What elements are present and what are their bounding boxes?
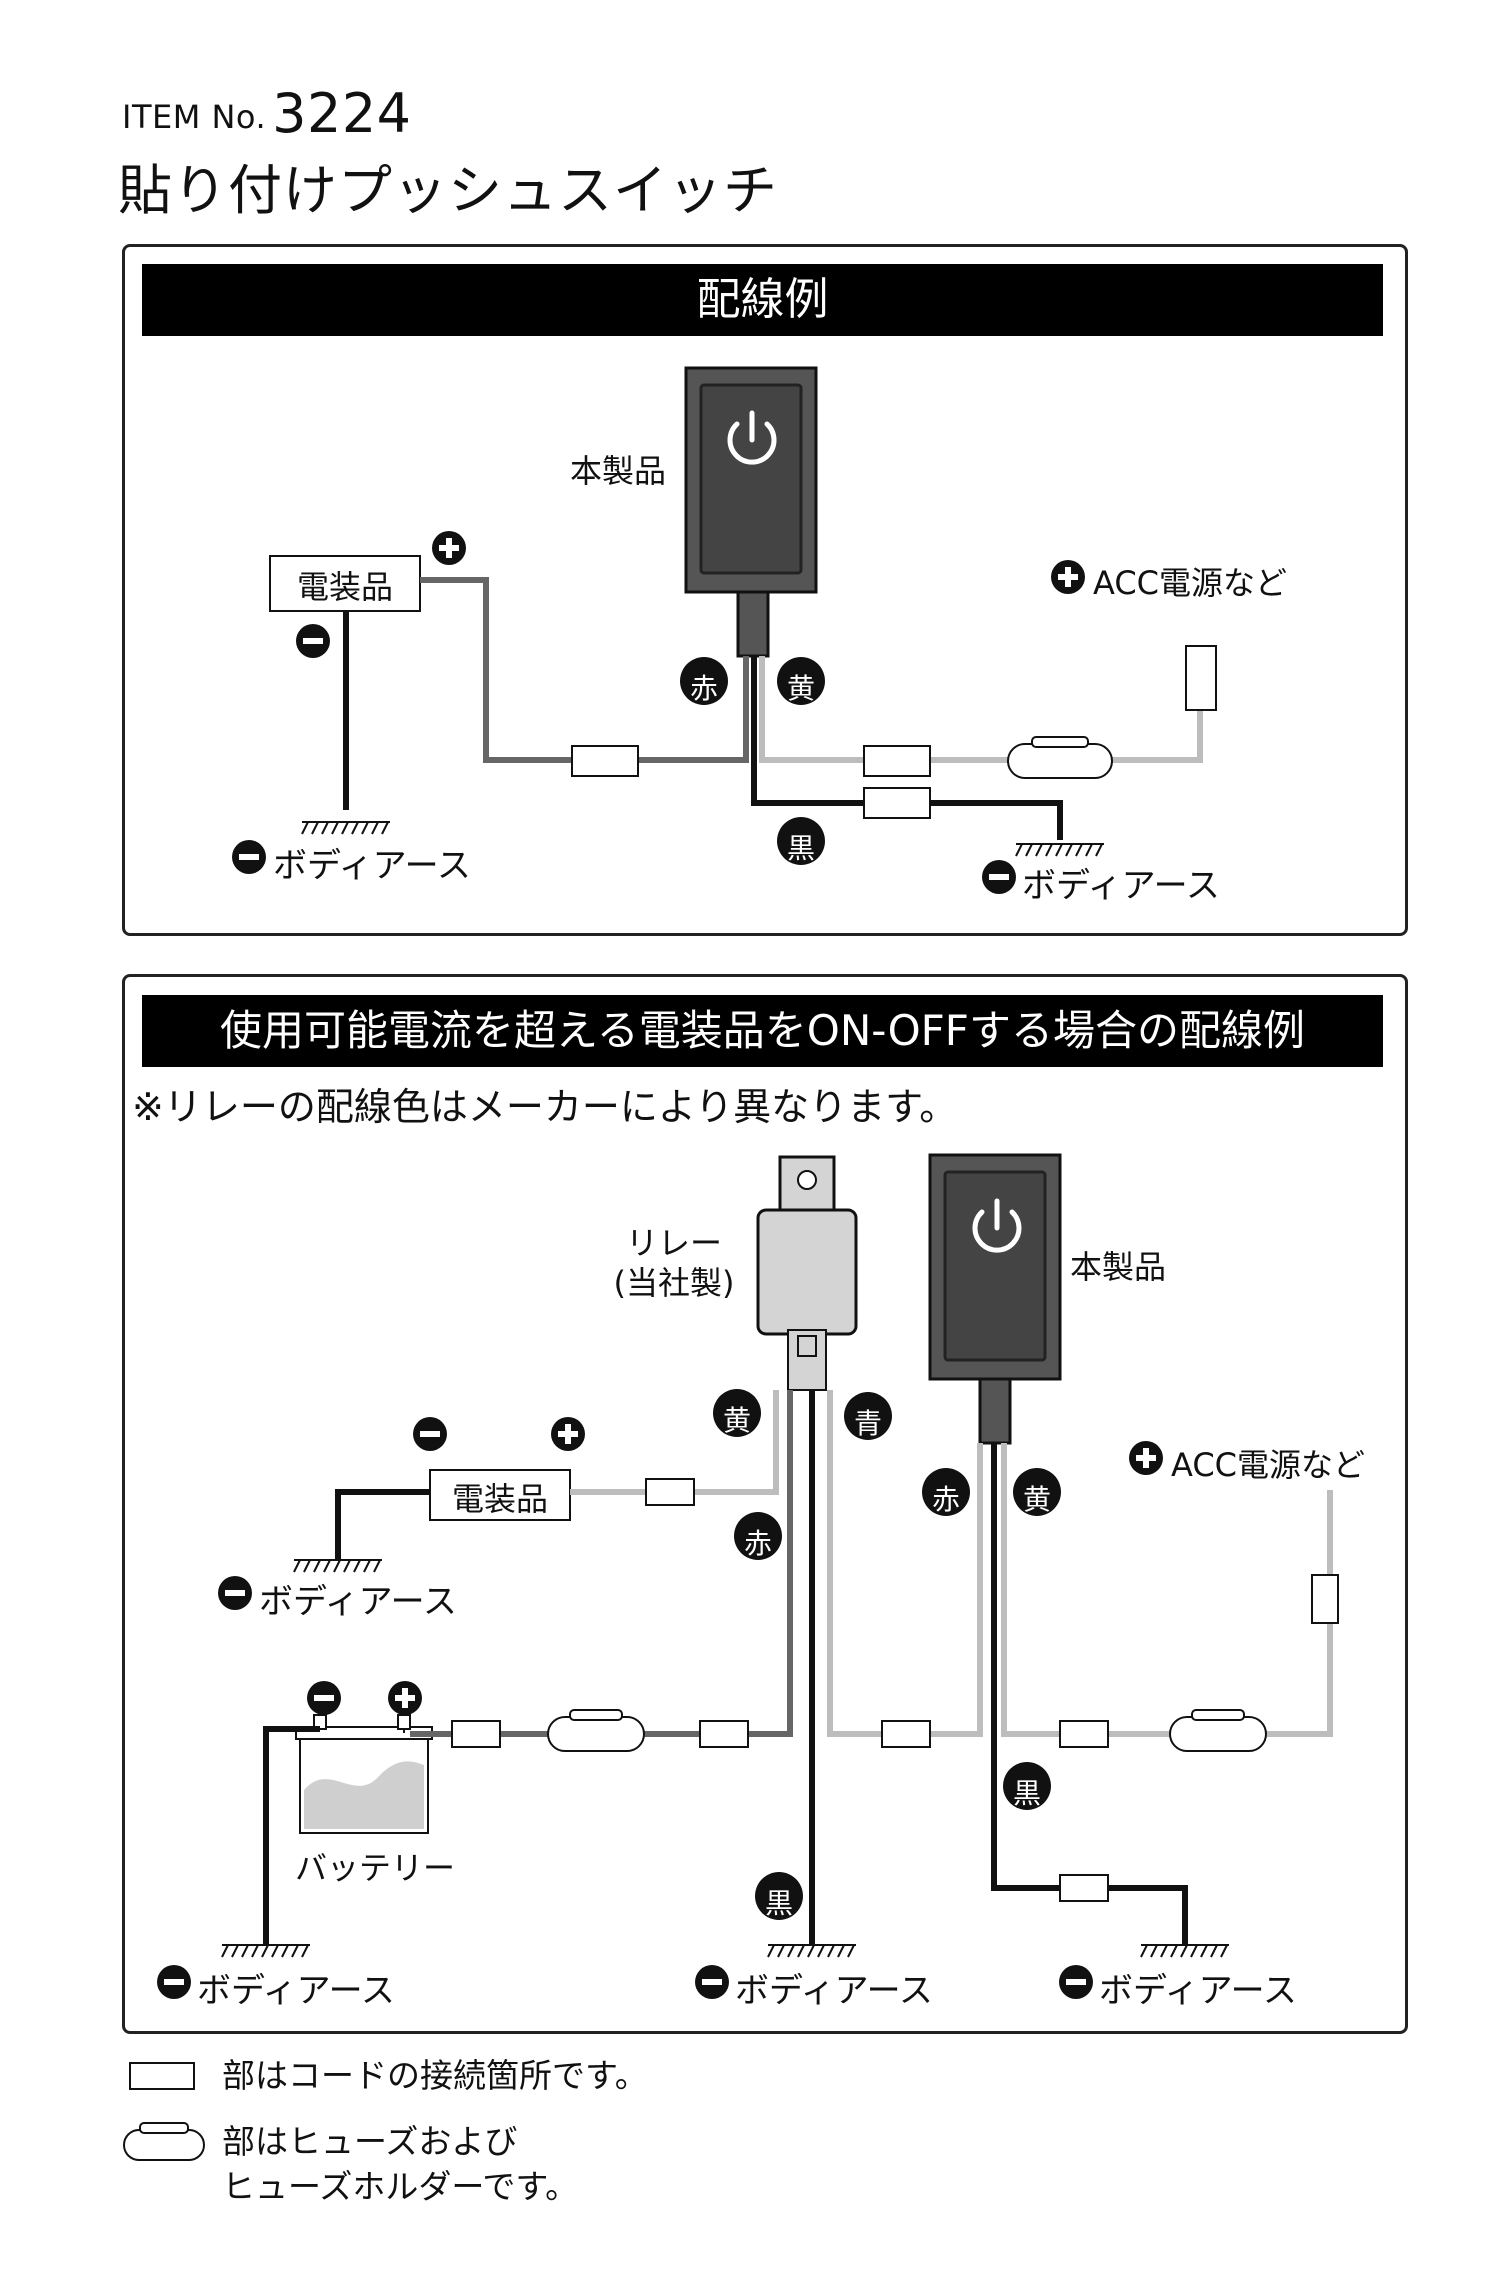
item-number-line: ITEM No.3224: [122, 82, 412, 145]
wire-label-red-1: 赤: [689, 672, 718, 705]
wire-label-yellow-1: 黄: [786, 672, 815, 705]
minus-circle-icon: [413, 1417, 447, 1451]
connector: [1059, 1720, 1109, 1748]
product-title: 貼り付けプッシュスイッチ: [118, 159, 778, 222]
connector: [699, 1720, 749, 1748]
minus-circle-icon: [296, 624, 330, 658]
ground-hatch-icon: [221, 1944, 311, 1958]
ground-hatch-icon: [301, 821, 391, 835]
ground-label-relay: ボディアース: [735, 1971, 933, 2011]
legend-connector-symbol: [129, 2062, 195, 2090]
battery-ground-wire: [263, 1726, 320, 1945]
relay-unit: [756, 1155, 858, 1391]
switch-unit-2: [928, 1153, 1062, 1445]
connector: [451, 1720, 501, 1748]
connector: [881, 1720, 931, 1748]
plus-circle-icon: [1129, 1441, 1163, 1475]
wire-label-switch-black: 黒: [1012, 1777, 1041, 1810]
device-label-2: 電装品: [451, 1480, 548, 1518]
relay-label: リレー: [625, 1224, 722, 1262]
switch-cable-boot: [736, 590, 770, 658]
minus-circle-icon: [218, 1576, 252, 1610]
wire-label-relay-yellow: 黄: [722, 1404, 751, 1437]
plus-circle-icon: [551, 1417, 585, 1451]
wiring-example-title: 配線例: [142, 264, 1383, 336]
plus-circle-icon: [432, 531, 466, 565]
legend-fuse-text-1: 部はヒューズおよび: [222, 2122, 518, 2161]
battery-label: バッテリー: [295, 1849, 456, 1887]
minus-circle-icon: [232, 840, 266, 874]
acc-label-2: ACC電源など: [1171, 1446, 1366, 1484]
wire-label-relay-red: 赤: [743, 1527, 772, 1560]
ground-label-device: ボディアース: [259, 1582, 457, 1622]
wire-label-relay-blue: 青: [853, 1407, 882, 1440]
product-label-2: 本製品: [1070, 1248, 1167, 1286]
device-label-1: 電装品: [296, 568, 393, 606]
ground-hatch-icon: [1140, 1944, 1230, 1958]
device-box-1: [269, 555, 421, 612]
connector: [645, 1478, 695, 1506]
ground-hatch-icon: [293, 1559, 383, 1573]
battery: [295, 1714, 433, 1834]
switch-face: [699, 383, 803, 575]
ground-label-1-right: ボディアース: [1022, 866, 1220, 906]
ground-hatch-icon: [767, 1944, 857, 1958]
plus-circle-icon: [1051, 560, 1085, 594]
minus-circle-icon: [307, 1681, 341, 1715]
item-number: 3224: [272, 82, 412, 145]
wire-label-black-1: 黒: [786, 832, 815, 865]
battery-positive-terminal: [397, 1714, 411, 1730]
minus-circle-icon: [695, 1965, 729, 1999]
wire-label-switch-yellow: 黄: [1022, 1483, 1051, 1516]
connector-acc-1: [1185, 645, 1217, 711]
relay-color-note: ※リレーの配線色はメーカーにより異なります。: [132, 1085, 958, 1129]
connector: [1311, 1574, 1339, 1624]
power-icon: [972, 1198, 1022, 1253]
legend-connector-text: 部はコードの接続箇所です。: [222, 2056, 648, 2095]
relay-wiring-title: 使用可能電流を超える電装品をON-OFFする場合の配線例: [142, 995, 1383, 1067]
switch-face: [943, 1170, 1047, 1362]
wire-label-relay-black: 黒: [764, 1887, 793, 1920]
battery-fluid: [304, 1761, 424, 1829]
switch-unit-1: [684, 366, 818, 658]
connector-red-1: [571, 745, 639, 777]
relay-yellow-wire: [570, 1390, 779, 1495]
minus-circle-icon: [982, 860, 1016, 894]
connector: [1059, 1874, 1109, 1902]
relay-mount-hole: [797, 1170, 817, 1190]
switch-cable-boot: [978, 1377, 1012, 1445]
switch-black-wire: [991, 1443, 1188, 1945]
relay-red-wire: [410, 1390, 793, 1737]
legend-fuse-text-2: ヒューズホルダーです。: [222, 2167, 579, 2206]
acc-label-1: ACC電源など: [1093, 564, 1288, 602]
ground-hatch-icon: [1015, 843, 1105, 857]
relay-sub-label: (当社製): [613, 1264, 735, 1302]
plus-circle-icon: [388, 1681, 422, 1715]
legend-fuse-symbol: [123, 2122, 205, 2161]
wire-label-switch-red: 赤: [931, 1483, 960, 1516]
relay-body: [756, 1208, 858, 1336]
item-prefix: ITEM No.: [122, 98, 267, 136]
device-box-2: [429, 1469, 571, 1521]
fuse-holder-1: [1007, 736, 1113, 779]
red-wire-1: [420, 577, 749, 763]
device-ground-wire-2: [335, 1489, 430, 1560]
ground-label-battery: ボディアース: [197, 1971, 395, 2011]
connector-black-1: [863, 787, 931, 819]
yellow-wire-1: [759, 650, 1203, 763]
power-icon: [727, 410, 777, 465]
fuse-holder-battery: [547, 1709, 645, 1752]
minus-circle-icon: [157, 1965, 191, 1999]
ground-label-switch: ボディアース: [1099, 1971, 1297, 2011]
fuse-holder-acc: [1169, 1709, 1267, 1752]
ground-label-1-left: ボディアース: [273, 846, 471, 886]
connector-yellow-1: [863, 745, 931, 777]
product-label-1: 本製品: [570, 452, 667, 490]
minus-circle-icon: [1059, 1965, 1093, 1999]
